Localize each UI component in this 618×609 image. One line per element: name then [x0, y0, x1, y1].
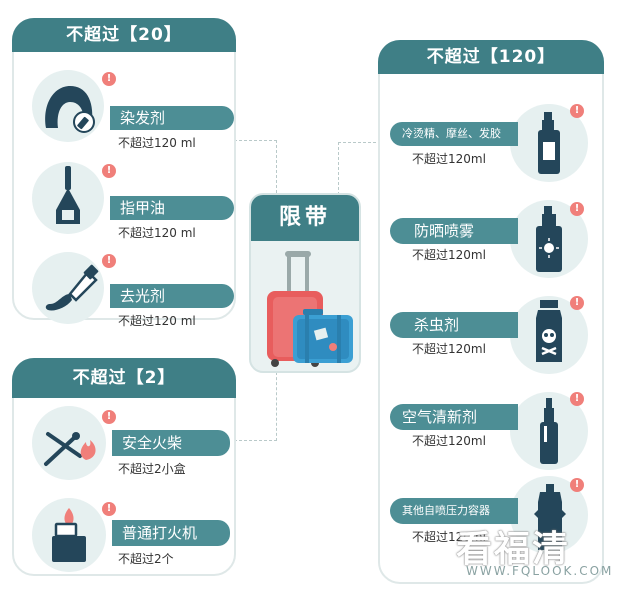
item-label-hairspray: 冷烫精、摩丝、发胶: [390, 122, 518, 146]
item-limit-hair-dye: 不超过120 ml: [118, 136, 196, 150]
connector-right: [338, 142, 381, 195]
panel-right-header: 不超过【120】: [378, 40, 604, 74]
item-label-nail-remover: 去光剂: [110, 284, 234, 308]
hair-dye-circle: [32, 70, 104, 142]
sunscreen-spray-icon: [536, 206, 562, 272]
insecticide-icon: [536, 300, 562, 362]
center-card: 限带: [249, 193, 361, 373]
matches-icon: [44, 432, 96, 466]
watermark-url: WWW.FQLOOK.COM: [466, 564, 614, 578]
item-limit-nail-polish: 不超过120 ml: [118, 226, 196, 240]
item-limit-air-freshener: 不超过120ml: [412, 434, 486, 448]
item-limit-hairspray: 不超过120ml: [412, 152, 486, 166]
connector-left-top: [234, 140, 277, 193]
panel-left-bottom-header: 不超过【2】: [12, 358, 236, 398]
item-limit-nail-remover: 不超过120 ml: [118, 314, 196, 328]
nail-remover-icon: [45, 264, 99, 311]
alert-icon: !: [570, 104, 584, 118]
connector-left-bottom: [234, 372, 277, 441]
item-label-air-freshener: 空气清新剂: [390, 404, 518, 430]
item-label-matches: 安全火柴: [112, 430, 230, 456]
panel-left-top-header: 不超过【20】: [12, 18, 236, 52]
item-limit-insecticide: 不超过120ml: [412, 342, 486, 356]
item-label-hair-dye: 染发剂: [110, 106, 234, 130]
alert-icon: !: [570, 392, 584, 406]
lighter-icon: [52, 508, 86, 562]
panel-left-top: 不超过【20】 ! 染发剂 不超过120 ml ! 指甲油 不超过120 ml …: [12, 18, 236, 328]
item-limit-sunscreen-spray: 不超过120ml: [412, 248, 486, 262]
item-label-sunscreen-spray: 防晒喷雾: [390, 218, 518, 244]
watermark-text: 看福清: [456, 529, 571, 570]
center-title: 限带: [251, 195, 359, 241]
air-freshener-icon: [540, 398, 558, 464]
pressure-container-icon: [534, 484, 566, 550]
alert-icon: !: [570, 202, 584, 216]
alert-icon: !: [570, 296, 584, 310]
item-limit-lighter: 不超过2个: [118, 552, 174, 566]
hairspray-icon: [538, 112, 560, 174]
panel-left-bottom: 不超过【2】 ! 安全火柴 不超过2小盒 ! 普通打火机 不超过2个: [12, 358, 236, 576]
item-label-nail-polish: 指甲油: [110, 196, 234, 220]
item-label-lighter: 普通打火机: [112, 520, 230, 546]
alert-icon: !: [102, 502, 116, 516]
item-label-insecticide: 杀虫剂: [390, 312, 518, 338]
nail-polish-icon: [56, 166, 80, 224]
hair-dye-icon: [45, 86, 95, 133]
nail-remover-circle: [32, 252, 104, 324]
item-limit-pressure-container: 不超过120ml: [412, 530, 486, 544]
alert-icon: !: [102, 164, 116, 178]
alert-icon: !: [102, 410, 116, 424]
item-label-pressure-container: 其他自喷压力容器: [390, 498, 518, 524]
alert-icon: !: [570, 478, 584, 492]
item-limit-matches: 不超过2小盒: [118, 462, 186, 476]
alert-icon: !: [102, 72, 116, 86]
alert-icon: !: [102, 254, 116, 268]
luggage-icon: [267, 251, 353, 367]
panel-right: 不超过【120】 ! 冷烫精、摩丝、发胶 不超过120ml ! 防晒喷雾 不超过…: [378, 40, 604, 584]
